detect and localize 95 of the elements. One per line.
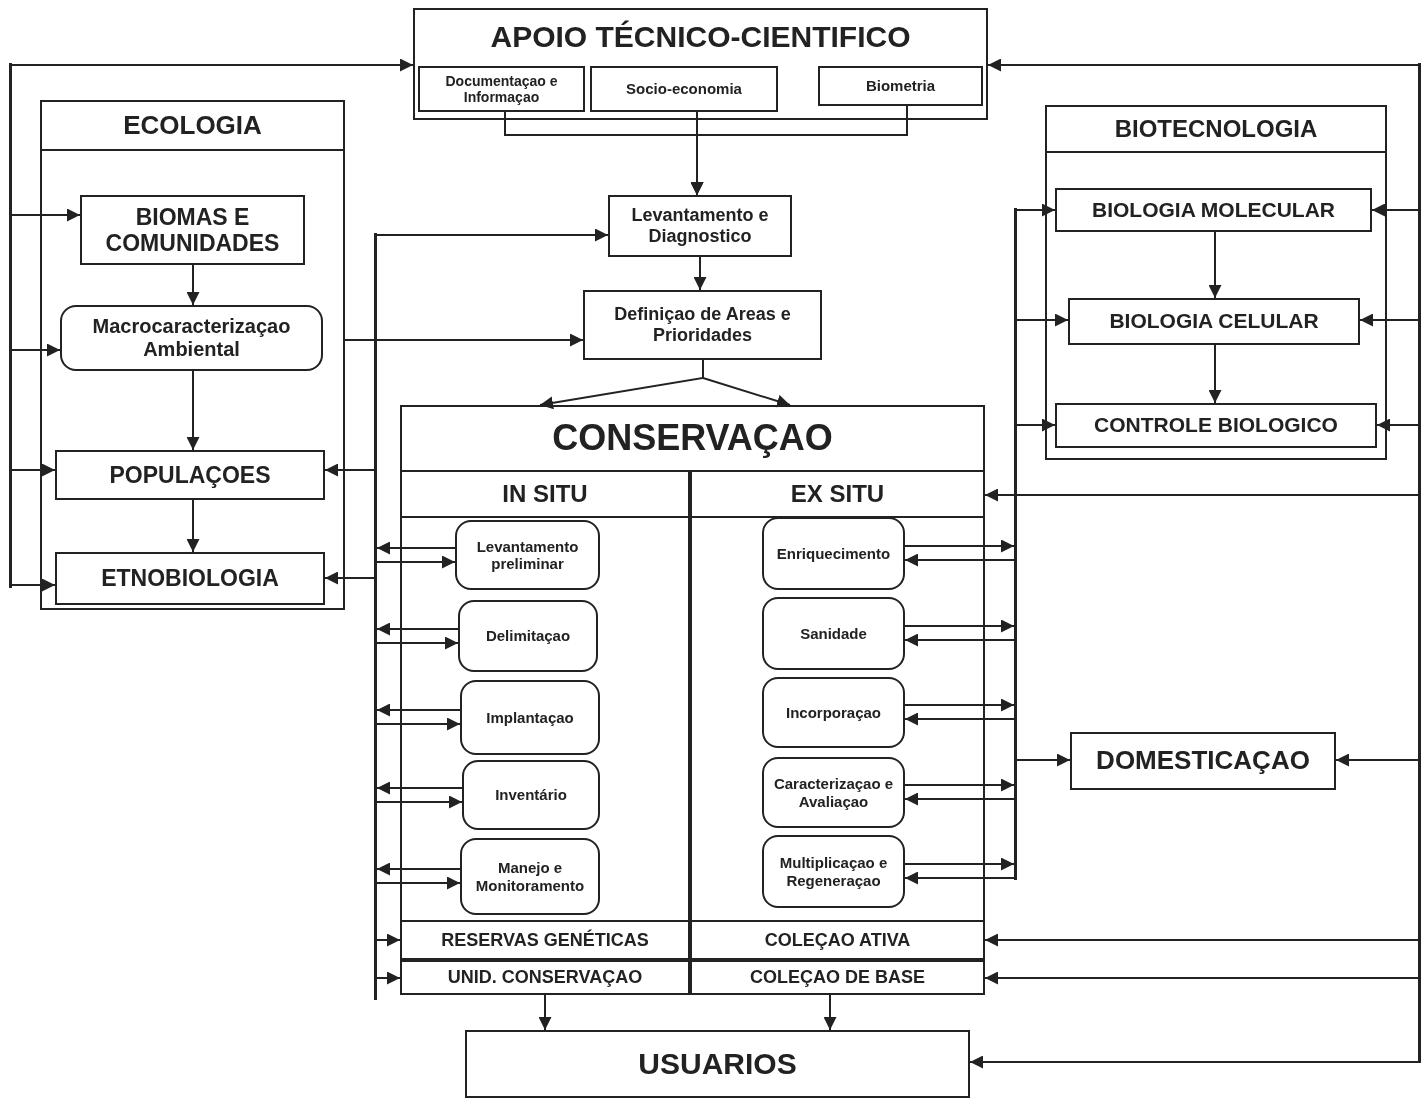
process-box: BIOMAS E COMUNIDADES: [80, 195, 305, 265]
arrow: [11, 463, 56, 477]
arrow: [1376, 418, 1419, 432]
arrow: [1208, 344, 1222, 404]
process-box: Documentaçao e Informaçao: [418, 66, 585, 112]
section-title: BIOTECNOLOGIA: [1047, 107, 1385, 153]
process-box: RESERVAS GENÉTICAS: [400, 920, 690, 960]
arrow: [904, 633, 1015, 647]
process-box: BIOLOGIA CELULAR: [1068, 298, 1360, 345]
arrow: [186, 370, 200, 451]
arrow: [344, 333, 584, 347]
arrow: [376, 703, 461, 717]
rounded-box: Enriquecimento: [762, 517, 905, 590]
process-box: POPULAÇOES: [55, 450, 325, 500]
arrow: [1016, 753, 1071, 767]
arrow: [376, 933, 401, 947]
section-box: [413, 8, 988, 120]
bus-line: [374, 233, 377, 1000]
process-box: Socio-economia: [590, 66, 778, 112]
section-box: [400, 470, 690, 995]
arrow: [904, 553, 1015, 567]
arrow: [376, 876, 461, 890]
section-title: APOIO TÉCNICO-CIENTIFICO: [489, 19, 912, 55]
section-title: CONSERVAÇAO: [551, 416, 834, 460]
process-box: BIOLOGIA MOLECULAR: [1055, 188, 1372, 232]
process-box: USUARIOS: [465, 1030, 970, 1098]
process-box: Definiçao de Areas e Prioridades: [583, 290, 822, 360]
arrow: [376, 622, 459, 636]
arrow: [324, 463, 375, 477]
bus-line: [1014, 208, 1017, 880]
arrow: [1016, 418, 1056, 432]
section-title: ECOLOGIA: [42, 102, 343, 151]
arrow: [186, 499, 200, 553]
rounded-box: Delimitaçao: [458, 600, 598, 672]
bus-line: [1418, 63, 1421, 1063]
arrow: [376, 228, 609, 242]
arrow: [1016, 203, 1056, 217]
arrow: [702, 359, 791, 408]
process-box: Levantamento e Diagnostico: [608, 195, 792, 257]
arrow: [376, 781, 463, 795]
arrow: [1016, 313, 1069, 327]
process-box: Biometria: [818, 66, 983, 106]
arrow: [11, 58, 414, 72]
section-title: IN SITU: [402, 472, 688, 518]
arrow: [904, 619, 1015, 633]
arrow: [690, 105, 908, 196]
arrow: [984, 971, 1419, 985]
rounded-box: Multiplicaçao e Regeneraçao: [762, 835, 905, 908]
arrow: [904, 698, 1015, 712]
arrow: [1335, 753, 1419, 767]
arrow: [987, 58, 1419, 72]
process-box: CONTROLE BIOLOGICO: [1055, 403, 1377, 448]
arrow: [1359, 313, 1419, 327]
arrow: [823, 994, 837, 1031]
arrow: [984, 488, 1419, 502]
arrow: [376, 636, 459, 650]
process-box: COLEÇAO ATIVA: [690, 920, 985, 960]
arrow: [904, 778, 1015, 792]
arrow: [376, 971, 401, 985]
process-box: DOMESTICAÇAO: [1070, 732, 1336, 790]
rounded-box: Sanidade: [762, 597, 905, 670]
arrow: [11, 578, 56, 592]
arrow: [904, 712, 1015, 726]
arrow: [904, 792, 1015, 806]
section-box: [400, 405, 985, 995]
section-box: [690, 470, 985, 995]
arrow: [904, 539, 1015, 553]
arrow: [186, 264, 200, 306]
arrow: [376, 555, 456, 569]
arrow: [538, 994, 552, 1031]
rounded-box: Caracterizaçao e Avaliaçao: [762, 757, 905, 828]
arrow: [376, 795, 463, 809]
arrow: [904, 857, 1015, 871]
process-box: ETNOBIOLOGIA: [55, 552, 325, 605]
arrow: [969, 1055, 1419, 1069]
arrow: [984, 933, 1419, 947]
arrow: [904, 871, 1015, 885]
arrow: [1371, 203, 1419, 217]
arrow: [693, 256, 707, 291]
rounded-box: Inventário: [462, 760, 600, 830]
rounded-box: Levantamento preliminar: [455, 520, 600, 590]
rounded-box: Implantaçao: [460, 680, 600, 755]
arrow: [1208, 231, 1222, 299]
arrow: [376, 541, 456, 555]
section-box: [40, 100, 345, 610]
rounded-box: Macrocaracterizaçao Ambiental: [60, 305, 323, 371]
arrow: [11, 343, 61, 357]
section-box: [1045, 105, 1387, 460]
arrow: [376, 862, 461, 876]
rounded-box: Manejo e Monitoramento: [460, 838, 600, 915]
bus-line: [9, 63, 12, 588]
arrow: [11, 208, 81, 222]
rounded-box: Incorporaçao: [762, 677, 905, 748]
arrow: [324, 571, 375, 585]
arrow: [376, 717, 461, 731]
